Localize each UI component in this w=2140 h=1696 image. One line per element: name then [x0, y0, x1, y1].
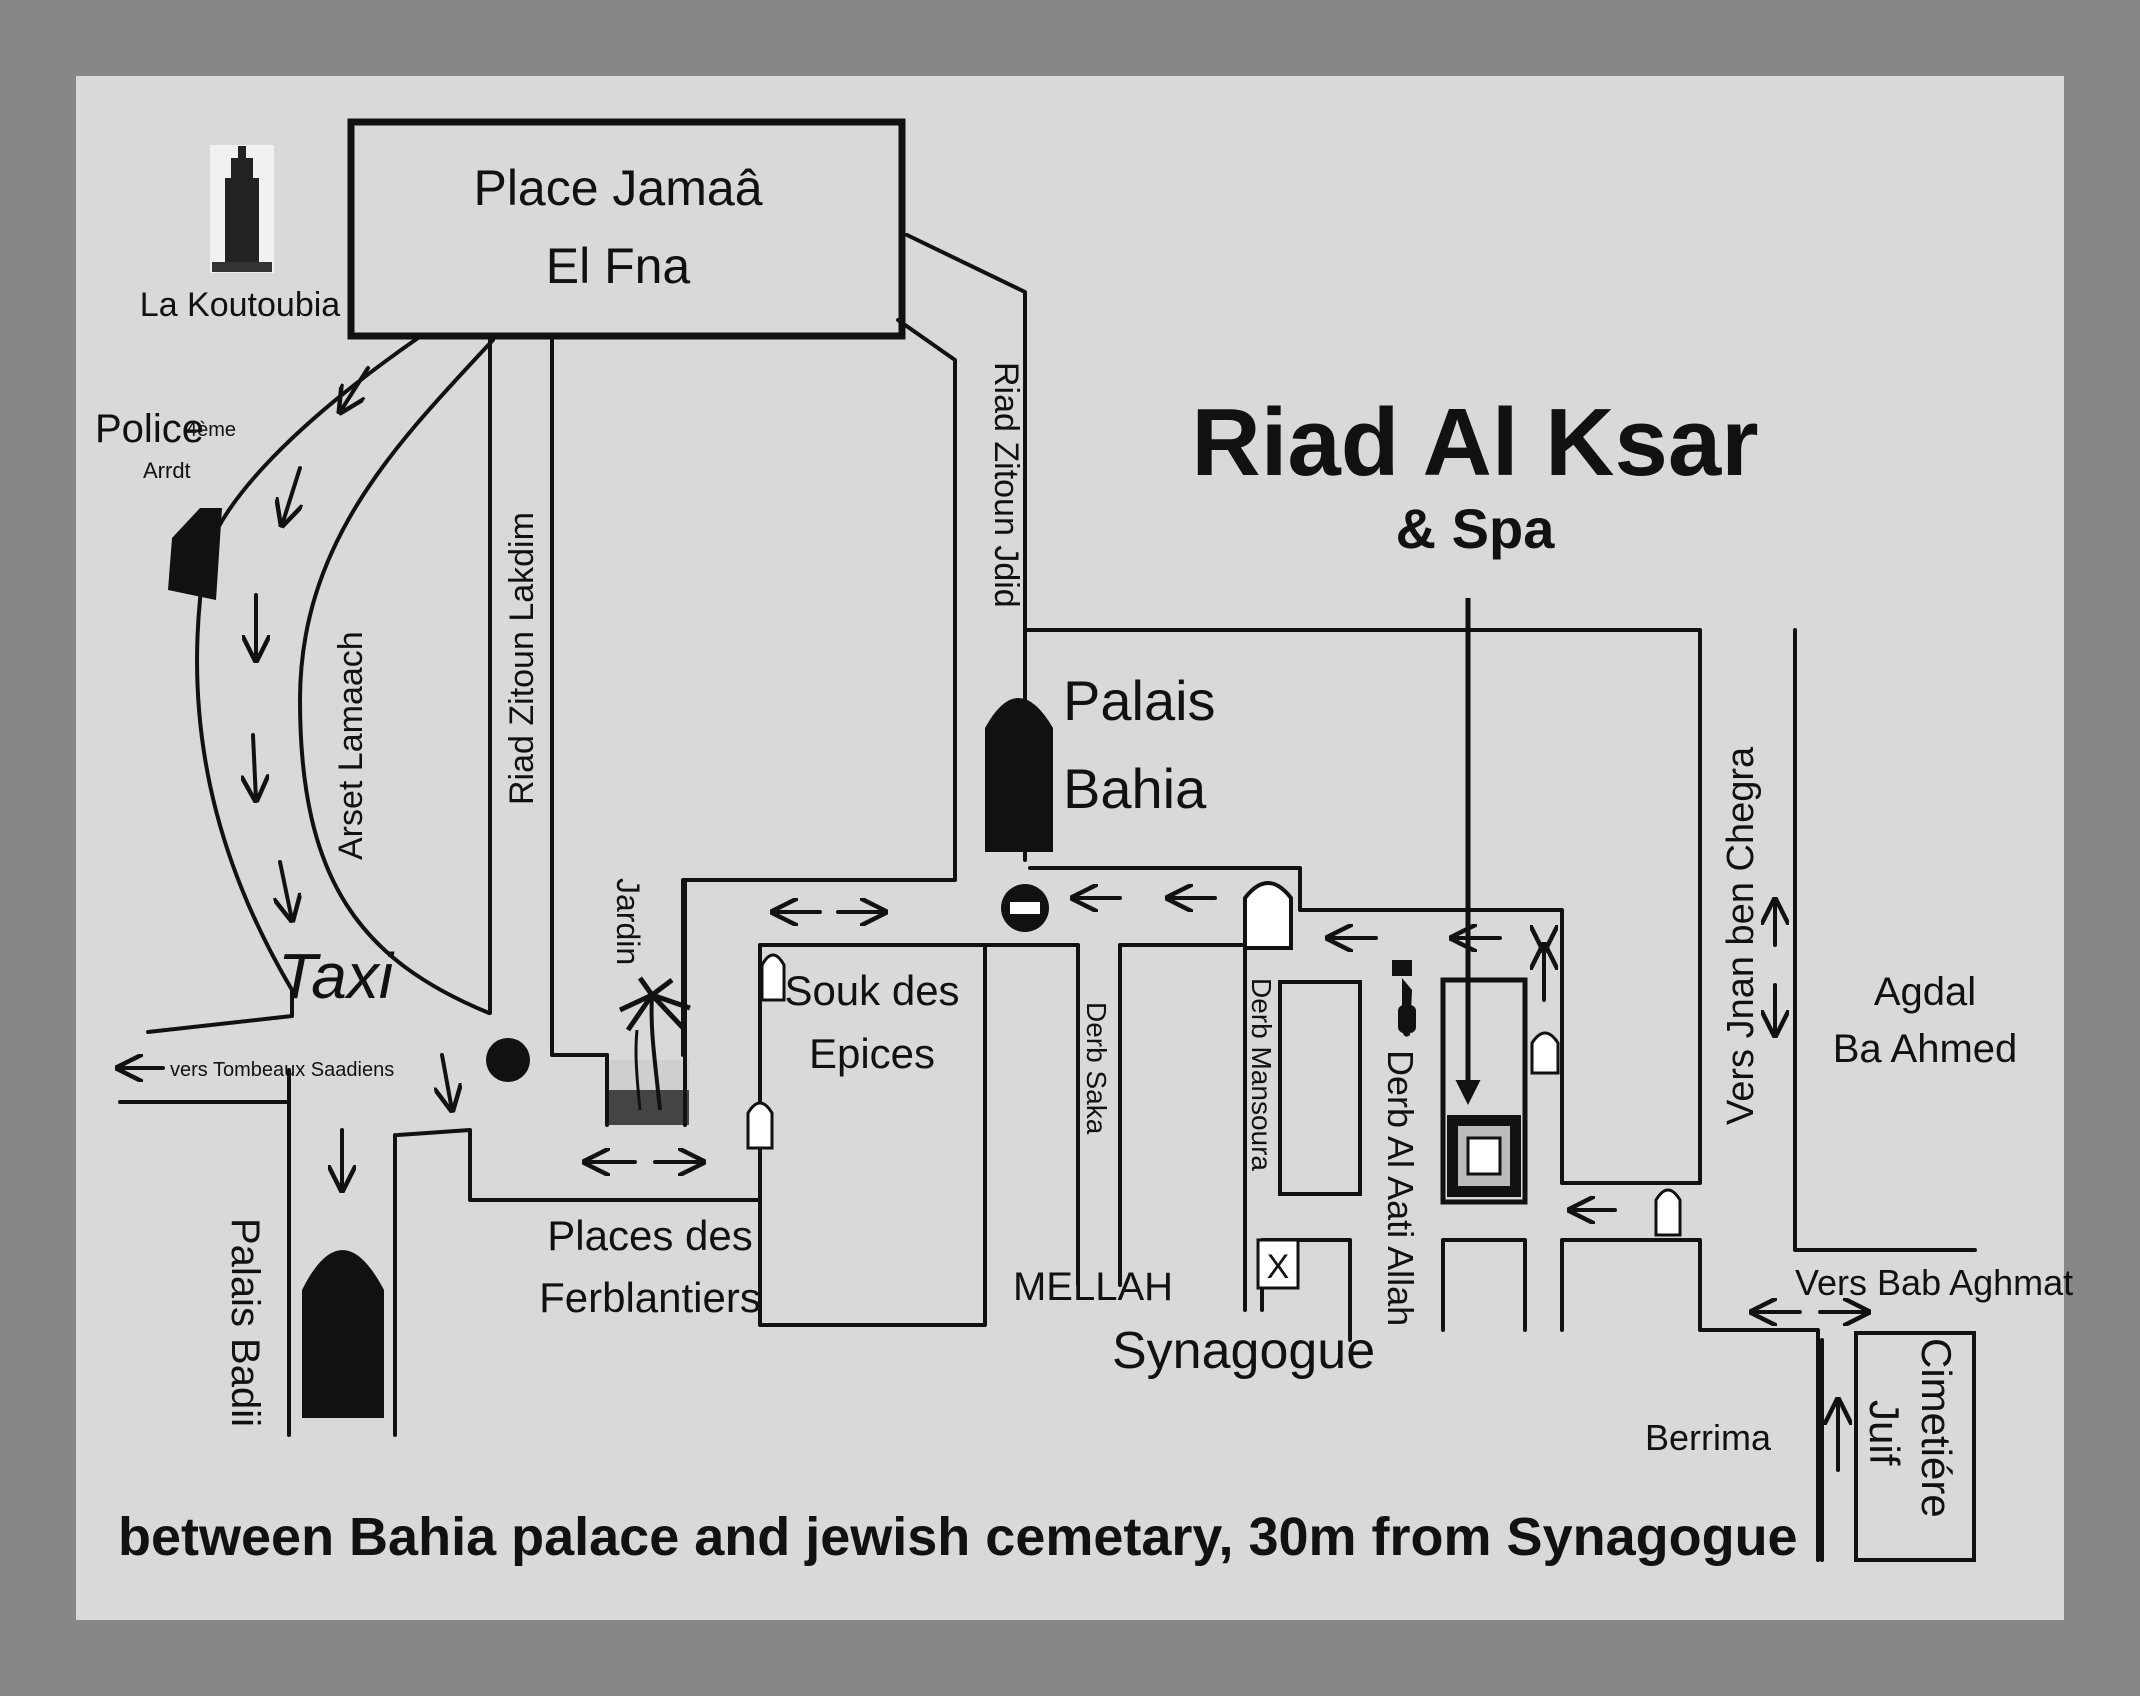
jemaa-el-fna-title: Place Jamaâ: [473, 160, 762, 216]
riad-fountain: [1466, 1136, 1502, 1176]
palais-bahia-label-2: Bahia: [1063, 757, 1207, 820]
cimetiere-label-1: Cimetiére: [1913, 1338, 1960, 1518]
police-arrdt-label: Arrdt: [143, 458, 191, 483]
koutoubia-icon: [210, 145, 274, 273]
hotel-subtitle: & Spa: [1396, 497, 1556, 560]
gate-icon: [1530, 1031, 1560, 1075]
palais-bahia-label-1: Palais: [1063, 669, 1216, 732]
jemaa-el-fna-box: [347, 118, 906, 340]
palais-bahia-icon: [985, 698, 1053, 852]
cimetiere-label-2: Juif: [1861, 1400, 1908, 1466]
agdal-label-1: Agdal: [1874, 970, 1976, 1014]
ferblantiers-label-1: Places des: [547, 1212, 752, 1259]
derb-saka-label: Derb Saka: [1081, 1002, 1112, 1135]
mellah-label: MELLAH: [1013, 1265, 1173, 1309]
synagogue-marker-box: [1256, 1238, 1300, 1290]
derb-al-aati-allah-label: Derb Al Aati Allah: [1380, 1050, 1421, 1326]
arset-lamaach-road: [298, 338, 495, 1015]
riad-south-road: [1441, 1238, 1820, 1562]
badii-road: [287, 1068, 397, 1437]
vers-bab-aghmat-label: Vers Bab Aghmat: [1795, 1262, 2073, 1303]
outer-ring-road: [146, 336, 420, 1034]
police-station-icon: [168, 508, 222, 600]
berrima-label: Berrima: [1645, 1417, 1772, 1458]
taxi-label: Taxi: [278, 940, 395, 1012]
souk-label-1: Souk des: [784, 967, 959, 1014]
arset-lamaach-label: Arset Lamaach: [332, 631, 370, 860]
bahia-north-road: [1023, 628, 1702, 1185]
riad-building: [1440, 977, 1528, 1205]
no-entry-bar: [1010, 902, 1040, 914]
agdal-label-2: Ba Ahmed: [1833, 1027, 2018, 1071]
police-label: Police: [95, 407, 204, 451]
vers-jnan-label: Vers Jnan ben Chegra: [1720, 746, 1762, 1125]
roundabout-marker: [486, 1038, 530, 1082]
synagogue-marker: X: [1267, 1248, 1290, 1286]
gate-icon: [760, 953, 786, 1002]
gate-icon: [1243, 881, 1293, 950]
tombeaux-label: vers Tombeaux Saadiens: [170, 1059, 394, 1081]
synagogue-label: Synagogue: [1112, 1322, 1375, 1380]
riad-zitoun-lakdim-label: Riad Zitoun Lakdim: [503, 512, 541, 805]
riad-zitoun-jdid-label: Riad Zitoun Jdid: [987, 362, 1025, 608]
souk-label-2: Epices: [809, 1030, 935, 1077]
derb-block: [1278, 980, 1362, 1196]
jardin-walls: [605, 878, 687, 1127]
ferblantiers-road: [396, 943, 987, 1327]
koutoubia-label: La Koutoubia: [140, 286, 340, 324]
gate-icon: [1654, 1188, 1682, 1237]
riad-zitoun-lakdim-road: [488, 338, 609, 1057]
jnan-road: [1793, 628, 1977, 1252]
derb-mansoura-label: Derb Mansoura: [1246, 978, 1277, 1171]
ferblantiers-label-2: Ferblantiers: [539, 1274, 761, 1321]
jardin-label: Jardin: [610, 878, 646, 965]
palais-badii-icon: [302, 1250, 384, 1418]
hotel-name: Riad Al Ksar: [1191, 389, 1758, 496]
jewish-cemetery-box: [1854, 1331, 1976, 1562]
jemaa-el-fna-subtitle: El Fna: [546, 238, 691, 294]
gate-icon: [746, 1101, 774, 1150]
palm-tree-icon: [609, 976, 691, 1125]
palais-badii-label: Palais Badii: [223, 1218, 267, 1427]
hand-pointer-icon: [1392, 960, 1416, 1037]
footer-caption: between Bahia palace and jewish cemetary…: [118, 1507, 1798, 1567]
traffic-arrows: [253, 366, 452, 1190]
derb-saka-road: [983, 943, 1247, 1312]
police-sup-label: 4ème: [186, 419, 236, 441]
